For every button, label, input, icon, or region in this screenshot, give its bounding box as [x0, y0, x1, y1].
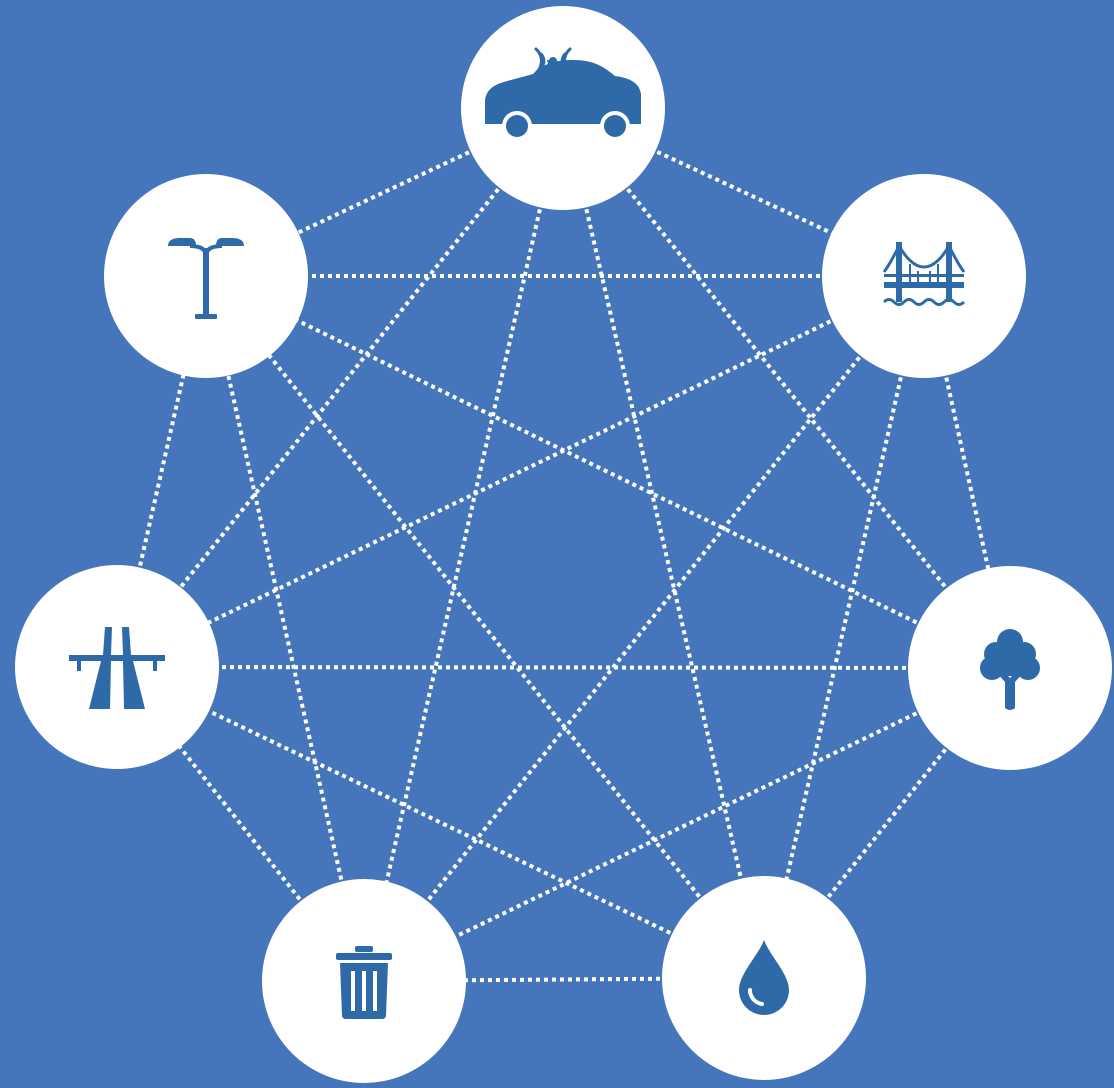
- edge-car-trash: [362, 107, 565, 982]
- node-tree: [908, 566, 1112, 770]
- connected-car-icon: [485, 47, 641, 141]
- node-highway: [15, 565, 219, 769]
- node-bridge: [822, 174, 1026, 378]
- edge-bridge-trash: [362, 274, 926, 983]
- node-street-light: [104, 174, 308, 378]
- node-trash-can: [262, 879, 466, 1083]
- edge-bridge-highway: [116, 274, 925, 669]
- edge-bridge-water: [762, 275, 926, 979]
- highway-icon: [69, 627, 165, 709]
- tree-icon: [980, 629, 1040, 710]
- node-connected-car: [461, 6, 665, 210]
- edge-tree-highway: [116, 665, 1011, 670]
- edge-trash-streetlight: [204, 275, 366, 982]
- trash-can-icon: [336, 946, 392, 1019]
- edge-car-highway: [115, 106, 565, 669]
- node-water-drop: [662, 876, 866, 1080]
- edge-tree-streetlight: [205, 274, 1011, 670]
- edge-water-streetlight: [204, 274, 766, 980]
- street-light-icon: [168, 238, 244, 319]
- bridge-icon: [882, 242, 966, 306]
- edge-car-water: [561, 107, 766, 979]
- water-drop-icon: [739, 940, 789, 1015]
